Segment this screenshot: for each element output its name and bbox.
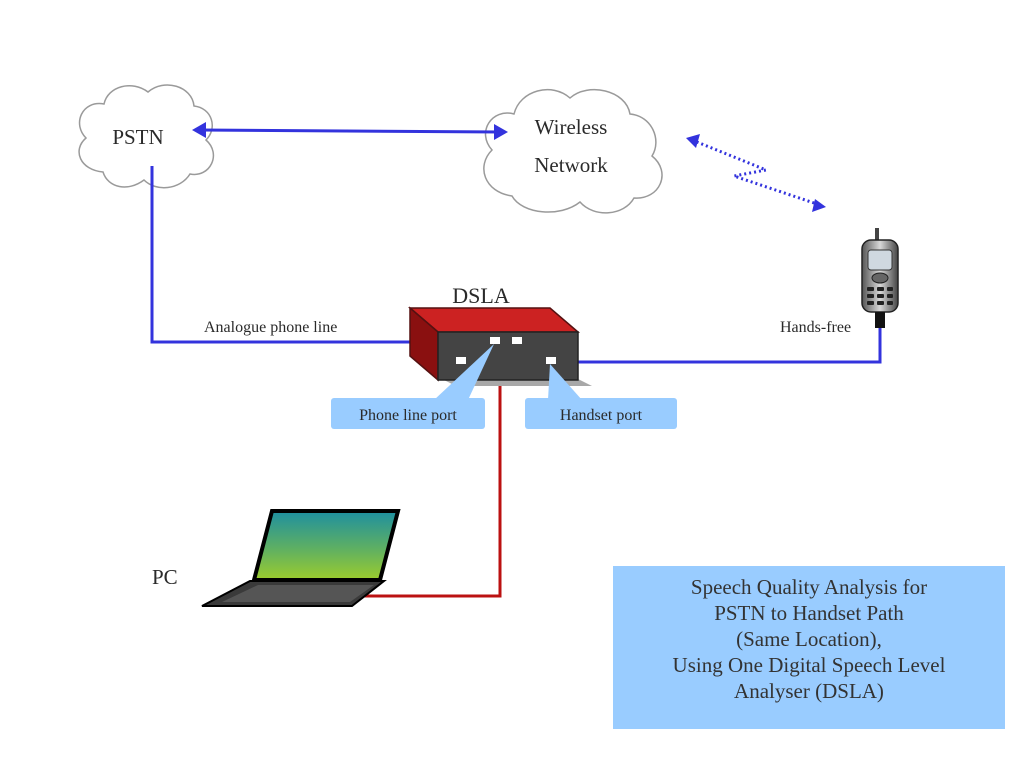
- radio-arrowhead-end-icon: [812, 199, 826, 212]
- pstn-wireless-link: [192, 122, 508, 140]
- phone-line-port-callout: Phone line port: [331, 344, 494, 429]
- aux-port-lower: [456, 357, 466, 364]
- laptop-pc-icon: [201, 509, 401, 607]
- arrowhead-left-icon: [192, 122, 206, 138]
- caption-box: Speech Quality Analysis for PSTN to Hand…: [613, 566, 1005, 729]
- arrowhead-right-icon: [494, 124, 508, 140]
- caption-line-1: Speech Quality Analysis for: [690, 575, 928, 599]
- caption-line-3: (Same Location),: [736, 627, 882, 651]
- wireless-label-line1: Wireless: [535, 115, 608, 139]
- pc-link: [356, 380, 502, 598]
- caption-line-2: PSTN to Handset Path: [714, 601, 904, 625]
- pc-label: PC: [152, 565, 178, 589]
- handset-port-callout: Handset port: [525, 364, 677, 429]
- pstn-label: PSTN: [112, 125, 163, 149]
- caption-line-5: Analyser (DSLA): [734, 679, 884, 703]
- wireless-label-line2: Network: [534, 153, 608, 177]
- aux-port: [512, 337, 522, 344]
- hands-free-link: [548, 326, 882, 364]
- handset-port-label: Handset port: [560, 407, 643, 424]
- handset-port: [546, 357, 556, 364]
- dsla-label: DSLA: [452, 283, 510, 308]
- pstn-cloud: PSTN: [78, 84, 215, 189]
- phone-line-port: [490, 337, 500, 344]
- caption-line-4: Using One Digital Speech Level: [672, 653, 946, 677]
- wireless-network-cloud: Wireless Network: [483, 89, 663, 214]
- radio-link: [686, 134, 826, 212]
- analogue-line-label: Analogue phone line: [204, 319, 337, 336]
- radio-arrowhead-start-icon: [686, 134, 700, 148]
- mobile-phone-icon: [861, 228, 899, 328]
- dsla-device: DSLA: [407, 283, 592, 386]
- hands-free-label: Hands-free: [780, 319, 851, 336]
- analogue-phone-line: [150, 166, 496, 344]
- phone-line-port-label: Phone line port: [359, 407, 457, 424]
